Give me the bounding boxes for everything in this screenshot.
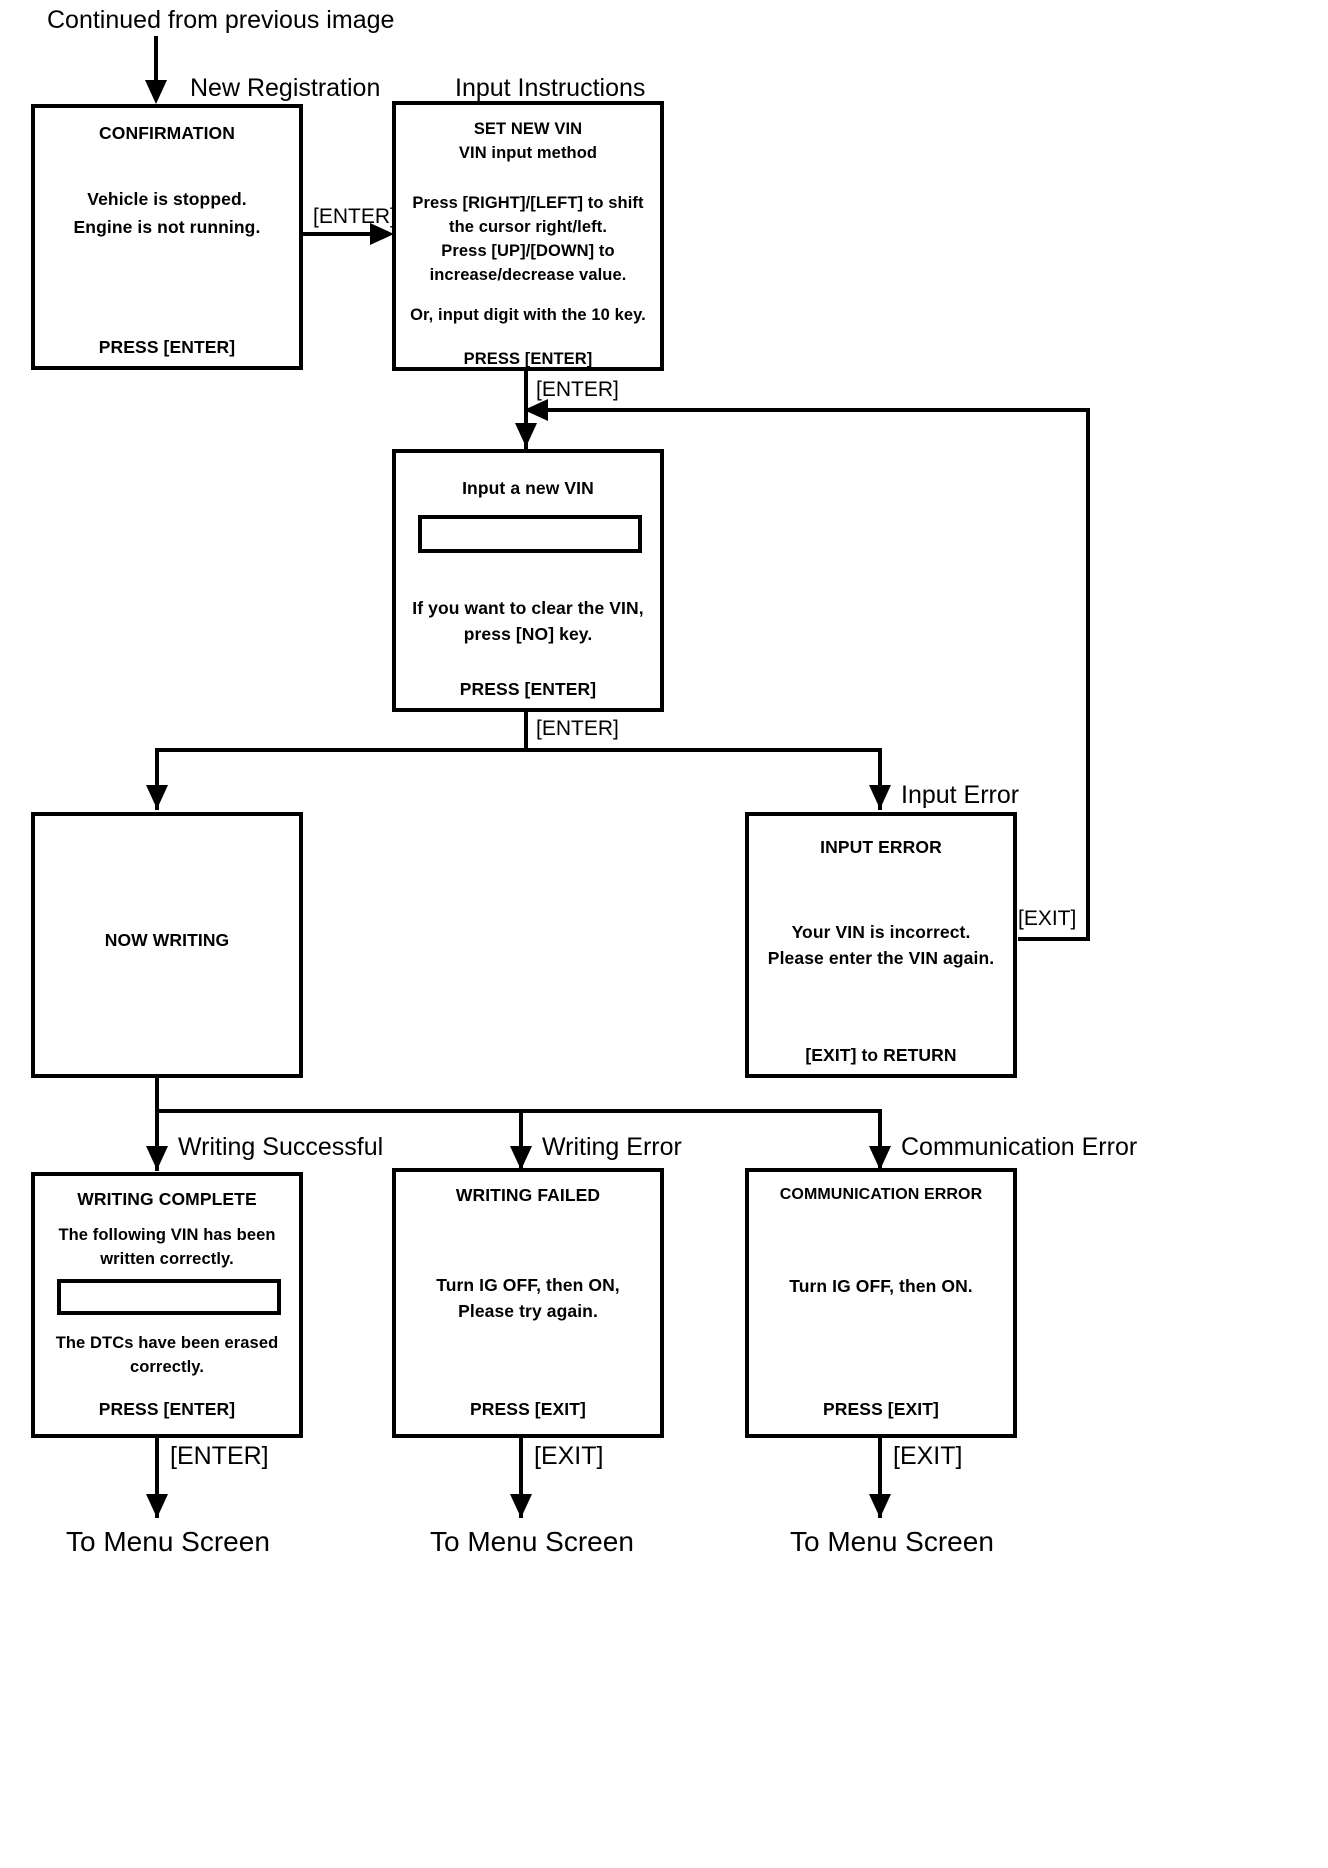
writing-error-label: Writing Error [542,1133,682,1161]
input-error-body-line-2: Please enter the VIN again. [767,948,995,968]
branch-communication-error-arrow-head [869,1146,891,1170]
input-new-vin-title: Input a new VIN [462,478,594,498]
writing-complete-title: WRITING COMPLETE [77,1189,257,1209]
confirmation-footer: PRESS [ENTER] [98,337,236,357]
confirmation-body-line-1: Vehicle is stopped. [87,189,247,209]
branch-communication-error-line [878,1109,882,1171]
exit-loop-label: [EXIT] [1018,907,1077,930]
screen-writing-failed[interactable]: WRITING FAILED Turn IG OFF, then ON, Ple… [392,1168,664,1438]
enter-1-arrow-head [370,223,394,245]
writing-complete-body1-line-2: written correctly. [100,1250,234,1268]
set-new-vin-body-line-2: the cursor right/left. [448,218,608,236]
enter-3-label: [ENTER] [536,717,619,740]
exit-mid-line [519,1438,523,1518]
exit-comm-label: [EXIT] [893,1442,963,1470]
exit-left-line [155,1438,159,1518]
communication-error-body-line-1: Turn IG OFF, then ON. [789,1276,973,1296]
now-writing-title: NOW WRITING [104,930,230,950]
screen-communication-error[interactable]: COMMUNICATION ERROR Turn IG OFF, then ON… [745,1168,1017,1438]
writing-successful-label: Writing Successful [178,1133,384,1161]
input-error-body-line-1: Your VIN is incorrect. [791,922,971,942]
branch-now-writing-line [155,748,159,810]
enter-complete-label: [ENTER] [170,1442,269,1470]
branch-writing-complete-line [155,1109,159,1171]
entry-arrow-head [145,80,167,104]
enter-1-line [303,232,378,236]
communication-error-title: COMMUNICATION ERROR [779,1186,983,1203]
enter-1-label: [ENTER] [313,205,396,228]
continued-from-previous-label: Continued from previous image [47,6,395,34]
exit-right-arrow-head [869,1494,891,1518]
split-bus-line [155,748,882,752]
to-menu-screen-left: To Menu Screen [66,1526,270,1557]
screen-now-writing[interactable]: NOW WRITING [31,812,303,1078]
branch-writing-complete-arrow-head [146,1146,168,1170]
communication-error-label: Communication Error [901,1133,1138,1161]
set-new-vin-body-line-4: increase/decrease value. [429,266,627,284]
enter-3-line [524,712,528,752]
branch-writing-failed-arrow-head [510,1146,532,1170]
screen-writing-complete[interactable]: WRITING COMPLETE The following VIN has b… [31,1172,303,1438]
set-new-vin-note: Or, input digit with the 10 key. [410,306,646,324]
screen-confirmation[interactable]: CONFIRMATION Vehicle is stopped. Engine … [31,104,303,370]
error-loop-vertical-right [1086,408,1090,941]
new-registration-label: New Registration [190,74,381,102]
branch-writing-failed-line [519,1109,523,1171]
input-new-vin-body-line-2: press [NO] key. [463,624,593,644]
writing-failed-body-line-2: Please try again. [458,1301,598,1321]
set-new-vin-title-1: SET NEW VIN [473,120,583,138]
input-error-title: INPUT ERROR [820,837,942,857]
exit-left-arrow-head [146,1494,168,1518]
error-loop-horizontal-top [545,408,1090,412]
writing-failed-body-line-1: Turn IG OFF, then ON, [436,1275,620,1295]
input-instructions-label: Input Instructions [455,74,646,102]
exit-right-line [878,1438,882,1518]
results-bus-line [155,1109,882,1113]
error-loop-arrow-head [524,399,548,421]
branch-now-writing-arrow-head [146,785,168,809]
input-new-vin-footer: PRESS [ENTER] [459,679,597,699]
communication-error-footer: PRESS [EXIT] [823,1399,939,1419]
screen-input-new-vin[interactable]: Input a new VIN If you want to clear the… [392,449,664,712]
input-new-vin-body-line-1: If you want to clear the VIN, [412,598,644,618]
error-loop-horizontal-bottom [1018,937,1090,941]
writing-complete-body2-line-1: The DTCs have been erased [55,1334,279,1352]
input-error-footer: [EXIT] to RETURN [805,1045,957,1065]
confirmation-body-line-2: Engine is not running. [73,217,261,237]
enter-2-label: [ENTER] [536,378,619,401]
set-new-vin-body-line-3: Press [UP]/[DOWN] to [441,242,615,260]
now-writing-out-line [155,1078,159,1113]
exit-failed-label: [EXIT] [534,1442,604,1470]
set-new-vin-footer: PRESS [ENTER] [463,350,593,368]
confirmation-title: CONFIRMATION [99,123,235,143]
writing-failed-footer: PRESS [EXIT] [470,1399,586,1419]
set-new-vin-title-2: VIN input method [458,144,598,162]
branch-input-error-arrow-head [869,785,891,809]
input-error-branch-label: Input Error [901,781,1020,809]
to-menu-screen-mid: To Menu Screen [430,1526,634,1557]
writing-complete-footer: PRESS [ENTER] [98,1399,236,1419]
enter-2-arrow-head [515,423,537,447]
vin-input-field[interactable] [418,515,642,553]
writing-complete-vin-field [57,1279,281,1315]
set-new-vin-body-line-1: Press [RIGHT]/[LEFT] to shift [412,194,644,212]
writing-complete-body2-line-2: correctly. [129,1358,205,1376]
to-menu-screen-right: To Menu Screen [790,1526,994,1557]
screen-set-new-vin[interactable]: SET NEW VIN VIN input method Press [RIGH… [392,101,664,371]
branch-input-error-line [878,748,882,810]
screen-input-error[interactable]: INPUT ERROR Your VIN is incorrect. Pleas… [745,812,1017,1078]
writing-complete-body1-line-1: The following VIN has been [58,1226,276,1244]
exit-mid-arrow-head [510,1494,532,1518]
entry-arrow-line [154,36,158,96]
writing-failed-title: WRITING FAILED [455,1185,601,1205]
